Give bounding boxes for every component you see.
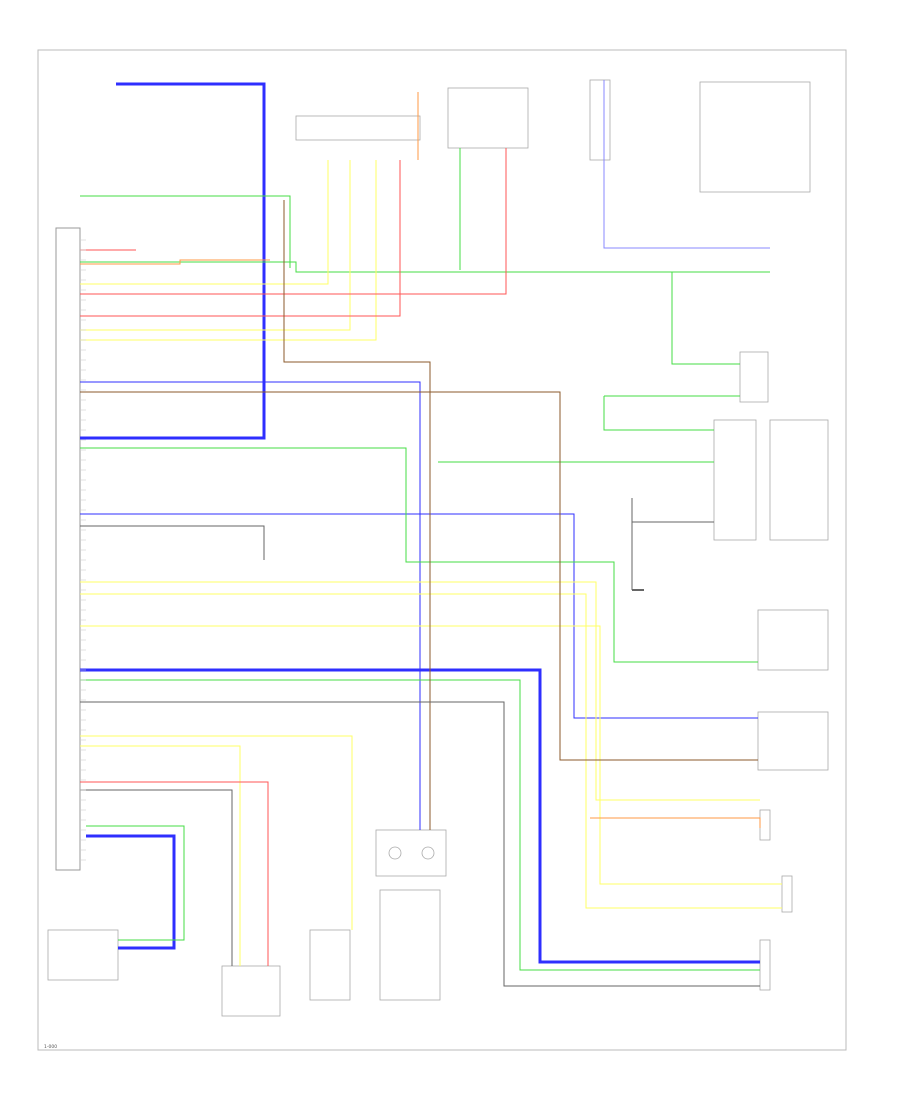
wire-yel-19 (80, 160, 377, 341)
wire-gry-34 (80, 525, 265, 560)
top-relay-block (447, 87, 529, 149)
wire-yel-22 (80, 593, 782, 909)
left-rear-module-box (47, 929, 119, 981)
wire-grn-7 (80, 261, 770, 273)
wire-blu-3 (80, 513, 758, 719)
wire-blu-4 (80, 668, 760, 964)
left-rear-pretensioner-box (759, 939, 771, 991)
footer-code: 1-000 (44, 1044, 57, 1050)
wire-brn-30 (283, 200, 431, 830)
right-front-sensor-box (757, 609, 829, 671)
wire-blu-2 (80, 381, 421, 830)
left-front-sensor-box (757, 711, 829, 771)
wire-gry-36 (80, 789, 233, 966)
wire-yel-20 (80, 581, 760, 801)
wire-gry-35 (80, 701, 760, 987)
module-box (713, 419, 757, 541)
wire-blu-1 (80, 82, 266, 440)
wire-yel-17 (80, 160, 329, 285)
diagnosis-pin-1 (388, 846, 402, 860)
diagnosis-connector-box (375, 829, 447, 877)
wire-yel-18 (80, 160, 351, 331)
wire-grn-15 (603, 396, 714, 431)
wire-grn-10 (80, 447, 758, 663)
relay-box (739, 351, 769, 403)
wire-red-25 (80, 148, 507, 295)
diagnosis-pin-2 (421, 846, 435, 860)
wire-org-33 (590, 817, 761, 828)
wire-blu-5 (86, 834, 176, 950)
diagram-frame (37, 49, 847, 1051)
wire-yel-23 (80, 735, 353, 930)
wire-red-28 (80, 781, 269, 966)
pretensioner-box (221, 965, 281, 1017)
wire-yel-21 (80, 625, 782, 885)
indicator-box (769, 419, 829, 541)
rear-sensor-assembly-box (379, 889, 441, 1001)
right-side-sensor-box (309, 929, 351, 1001)
wire-grn-13 (671, 272, 740, 365)
left-rear-sensor-box (781, 875, 793, 913)
top-right-switch-box (699, 81, 811, 193)
wire-brn-29 (80, 391, 758, 761)
wire-org-31 (80, 259, 270, 265)
top-connector-block (295, 115, 421, 141)
wire-ltblu-6 (603, 80, 770, 249)
top-switch-block (589, 79, 611, 161)
wire-grn-11 (80, 679, 760, 971)
wire-red-27 (80, 160, 401, 317)
control-unit-connector (55, 227, 81, 871)
wire-grn-8 (80, 195, 291, 268)
wire-grn-12 (86, 825, 185, 941)
wire-yel-24 (80, 745, 241, 966)
wire-group (80, 80, 782, 987)
rear-sensor-box (759, 809, 771, 841)
